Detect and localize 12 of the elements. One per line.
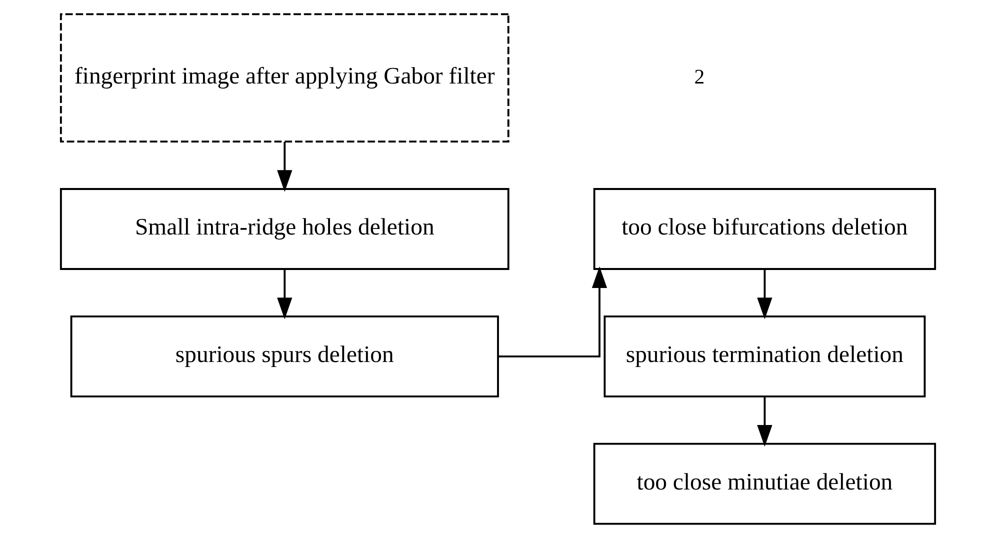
node-box: too close bifurcations deletion xyxy=(593,188,936,270)
node-box: spurious spurs deletion xyxy=(70,315,499,398)
node-box: too close minutiae deletion xyxy=(593,442,936,525)
arrow xyxy=(277,142,292,192)
arrow xyxy=(757,396,772,447)
node-box: fingerprint image after applying Gabor filter xyxy=(60,13,510,143)
node-box: spurious termination deletion xyxy=(604,315,926,398)
arrow xyxy=(277,269,292,320)
arrow xyxy=(757,269,772,320)
arrow xyxy=(498,266,608,358)
label: 2 xyxy=(694,66,705,88)
node-box: Small intra-ridge holes deletion xyxy=(60,188,510,270)
